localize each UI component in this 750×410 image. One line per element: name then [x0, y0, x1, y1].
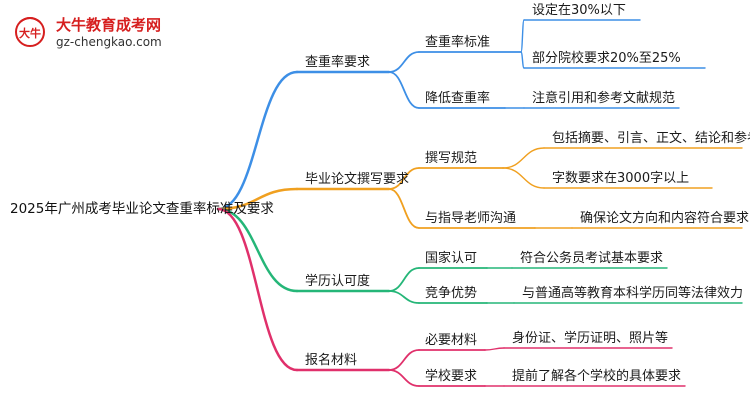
- link-root-branch: [216, 207, 299, 372]
- topic-node: 必要材料: [425, 333, 477, 348]
- link-branch-topic: [388, 349, 420, 371]
- link-branch-topic: [388, 71, 420, 109]
- link-topic-leaf: [484, 347, 505, 351]
- link-topic-leaf: [520, 51, 525, 69]
- logo-emblem-icon: 大牛: [15, 17, 45, 47]
- leaf-node: 包括摘要、引言、正文、结论和参考文献: [552, 130, 750, 146]
- leaf-node: 提前了解各个学校的具体要求: [512, 368, 681, 384]
- link-topic-leaf: [502, 167, 545, 189]
- topic-node: 学校要求: [425, 368, 477, 384]
- branch-node: 学历认可度: [305, 273, 370, 289]
- leaf-node: 设定在30%以下: [532, 3, 626, 18]
- leaf-node: 与普通高等教育本科学历同等法律效力: [522, 285, 743, 301]
- leaf-node: 身份证、学历证明、照片等: [512, 330, 668, 346]
- link-root-branch: [216, 207, 299, 293]
- link-topic-leaf: [502, 147, 545, 169]
- mindmap-links: [216, 19, 743, 387]
- link-branch-topic: [388, 369, 420, 387]
- logo-name: 大牛教育成考网: [56, 16, 161, 34]
- root-node: 2025年广州成考毕业论文查重率标准及要求: [10, 200, 274, 217]
- mindmap-labels: 2025年广州成考毕业论文查重率标准及要求 查重率要求 查重率标准 设定在30%以下部…: [10, 3, 750, 384]
- leaf-node: 部分院校要求20%至25%: [532, 50, 681, 66]
- leaf-node: 注意引用和参考文献规范: [532, 90, 675, 106]
- topic-node: 查重率标准: [425, 34, 490, 50]
- branch-node: 查重率要求: [305, 54, 370, 70]
- topic-node: 竞争优势: [425, 285, 477, 301]
- branch-node: 毕业论文撰写要求: [305, 172, 409, 187]
- link-branch-topic: [388, 188, 420, 229]
- logo: 大牛 大牛教育成考网 gz-chengkao.com: [15, 16, 162, 49]
- link-branch-topic: [388, 167, 420, 190]
- logo-url: gz-chengkao.com: [56, 35, 162, 49]
- topic-node: 与指导老师沟通: [425, 211, 516, 226]
- branch-node: 报名材料: [305, 352, 357, 368]
- link-branch-topic: [388, 51, 420, 73]
- link-root-branch: [216, 187, 299, 211]
- leaf-node: 字数要求在3000字以上: [552, 171, 689, 186]
- link-branch-topic: [388, 290, 420, 304]
- topic-node: 撰写规范: [425, 151, 477, 166]
- leaf-node: 符合公务员考试基本要求: [520, 250, 663, 266]
- topic-node: 降低查重率: [425, 90, 490, 106]
- topic-node: 国家认可: [425, 250, 477, 266]
- link-topic-leaf: [520, 19, 525, 53]
- link-branch-topic: [388, 267, 420, 292]
- leaf-node: 确保论文方向和内容符合要求: [580, 210, 749, 226]
- logo-emblem-text: 大牛: [19, 26, 41, 40]
- link-root-branch: [216, 70, 299, 211]
